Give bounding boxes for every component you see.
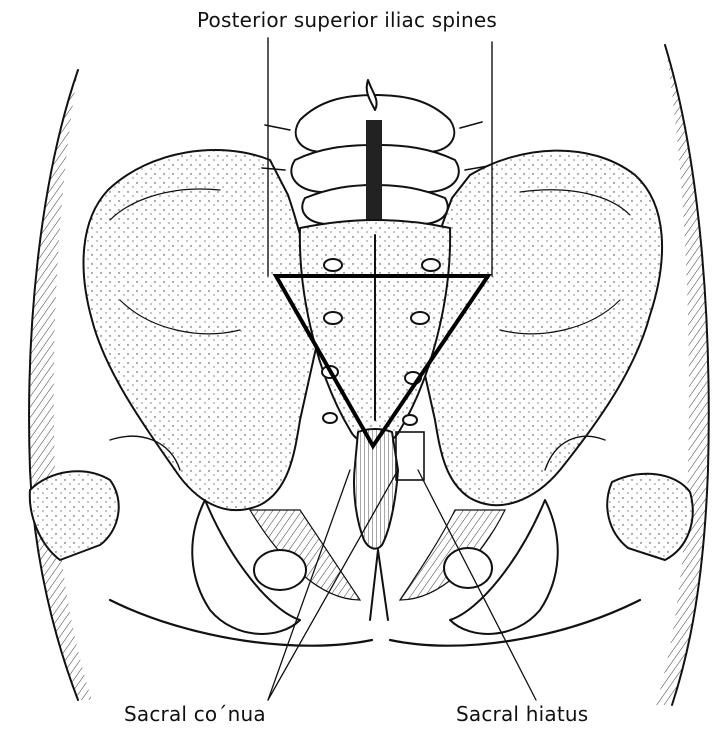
coccyx [354, 429, 398, 549]
sacral-cornua-label: Sacral co´nua [124, 702, 266, 726]
posterior-superior-iliac-spines-label: Posterior superior iliac spines [197, 8, 497, 32]
sacral-hiatus-label: Sacral hiatus [456, 702, 588, 726]
left-ilium [84, 150, 320, 510]
sacrum [300, 220, 450, 445]
